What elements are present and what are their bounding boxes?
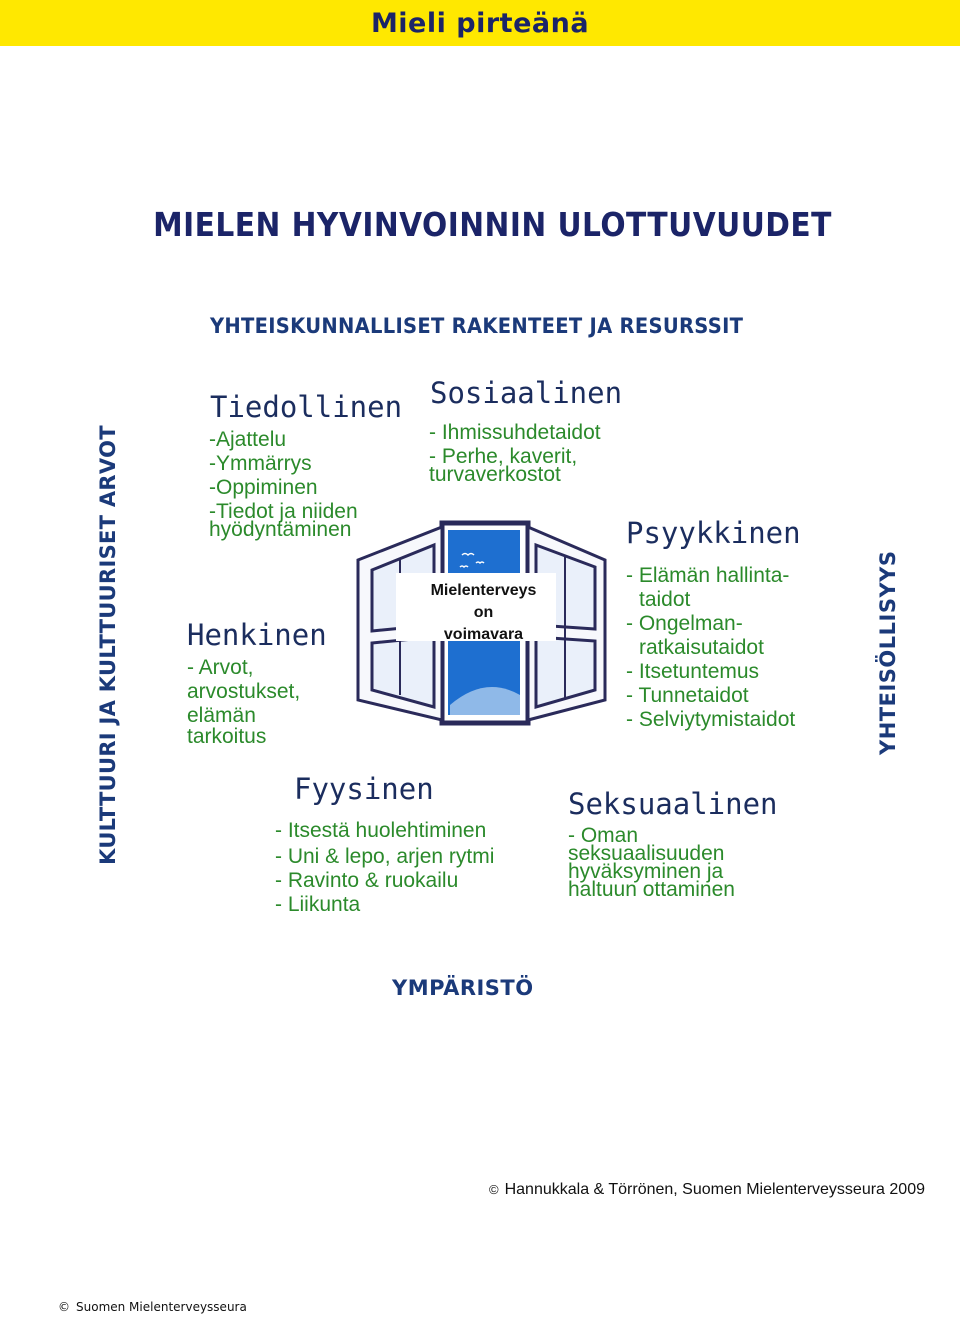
footer-copyright-icon: © <box>58 1300 70 1314</box>
tiedollinen-title: Tiedollinen <box>210 390 403 424</box>
sosiaalinen-item: turvaverkostot <box>429 463 561 486</box>
footer-text: Suomen Mielenterveysseura <box>76 1300 247 1314</box>
psyykkinen-item: - Itsetuntemus <box>626 660 760 683</box>
fyysinen-item: - Liikunta <box>275 893 361 916</box>
top-banner: Mieli pirteänä <box>0 0 960 46</box>
window-illustration <box>356 520 607 726</box>
psyykkinen-item: ratkaisutaidot <box>639 636 764 659</box>
page-title: MIELEN HYVINVOINNIN ULOTTUVUUDET <box>153 205 832 244</box>
credit-line: © Hannukkala & Törrönen, Suomen Mielenter… <box>489 1181 925 1199</box>
fyysinen-title: Fyysinen <box>294 772 434 806</box>
frame-left-label: KULTTUURI JA KULTTUURISET ARVOT <box>96 425 120 865</box>
psyykkinen-list: - Elämän hallinta- taidot - Ongelman- ra… <box>626 564 795 732</box>
frame-top-label: YHTEISKUNNALLISET RAKENTEET JA RESURSSIT <box>210 314 744 338</box>
credit-text: Hannukkala & Törrönen, Suomen Mielenterv… <box>504 1181 925 1198</box>
psyykkinen-title: Psyykkinen <box>626 516 801 550</box>
window-cloud <box>450 687 520 715</box>
tiedollinen-item: hyödyntäminen <box>209 518 352 541</box>
center-line-2: on <box>473 604 494 621</box>
henkinen-list: - Arvot, arvostukset, elämän tarkoitus <box>187 656 300 749</box>
banner-title: Mieli pirteänä <box>370 7 590 39</box>
tiedollinen-list: -Ajattelu -Ymmärrys -Oppiminen -Tiedot j… <box>209 428 358 542</box>
birds-icon <box>459 552 485 569</box>
seksuaalinen-title: Seksuaalinen <box>568 787 778 821</box>
fyysinen-item: - Itsestä huolehtiminen <box>275 819 487 842</box>
seksuaalinen-item: hyväksyminen ja <box>568 860 724 883</box>
fyysinen-list: - Itsestä huolehtiminen - Uni & lepo, ar… <box>275 819 494 917</box>
seksuaalinen-item: - Oman <box>568 824 639 847</box>
psyykkinen-item: - Ongelman- <box>626 612 743 635</box>
henkinen-item: tarkoitus <box>187 725 267 748</box>
seksuaalinen-item: haltuun ottaminen <box>568 878 735 901</box>
psyykkinen-item: - Elämän hallinta- <box>626 564 790 587</box>
seksuaalinen-list: - Oman seksuaalisuuden hyväksyminen ja h… <box>568 824 735 902</box>
fyysinen-item: - Ravinto & ruokailu <box>275 869 459 892</box>
center-label: Mielenterveys on voimavara <box>396 580 571 646</box>
center-line-3: voimavara <box>443 626 524 643</box>
tiedollinen-item: -Ajattelu <box>209 428 287 451</box>
fyysinen-item: - Uni & lepo, arjen rytmi <box>275 845 495 868</box>
center-line-1: Mielenterveys <box>430 582 537 599</box>
psyykkinen-item: taidot <box>639 588 691 611</box>
henkinen-item: arvostukset, <box>187 680 301 703</box>
psyykkinen-item: - Tunnetaidot <box>626 684 749 707</box>
seksuaalinen-item: seksuaalisuuden <box>568 842 725 865</box>
center-plaque <box>396 573 556 641</box>
sosiaalinen-item: - Perhe, kaverit, <box>429 445 578 468</box>
henkinen-title: Henkinen <box>187 618 327 652</box>
psyykkinen-item: - Selviytymistaidot <box>626 708 796 731</box>
footer: © Suomen Mielenterveysseura <box>58 1300 247 1314</box>
henkinen-item: - Arvot, <box>187 656 254 679</box>
tiedollinen-item: -Ymmärrys <box>209 452 312 475</box>
tiedollinen-item: -Tiedot ja niiden <box>209 500 358 523</box>
copyright-icon: © <box>489 1182 499 1197</box>
sosiaalinen-list: - Ihmissuhdetaidot - Perhe, kaverit, tur… <box>429 421 601 487</box>
sosiaalinen-item: - Ihmissuhdetaidot <box>429 421 601 444</box>
tiedollinen-item: -Oppiminen <box>209 476 318 499</box>
henkinen-item: elämän <box>187 704 256 727</box>
frame-bottom-label: YMPÄRISTÖ <box>392 976 534 1000</box>
frame-right-label: YHTEISÖLLISYYS <box>876 550 900 755</box>
sosiaalinen-title: Sosiaalinen <box>430 376 623 410</box>
